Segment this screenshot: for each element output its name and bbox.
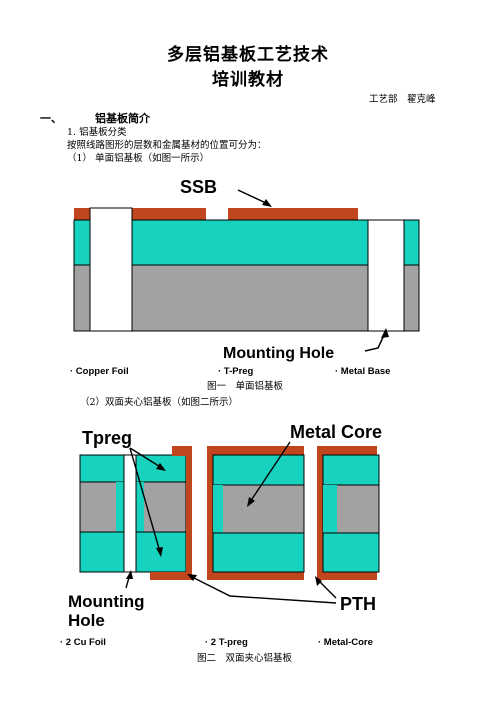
subsection-2: （2）双面夹心铝基板（如图二所示） [80, 397, 239, 408]
legend-metal-core: · Metal-Core [318, 637, 373, 648]
author: 工艺部 翟克峰 [369, 94, 436, 105]
tpreg-bottom-right [322, 532, 380, 573]
pth-label: PTH [340, 594, 376, 614]
mounting-hole-left [89, 207, 133, 332]
document-title: 多层铝基板工艺技术 [167, 45, 329, 65]
metal-core-label: Metal Core [290, 422, 382, 442]
description: 按照线路图形的层数和金属基材的位置可分为： [67, 140, 267, 151]
tpreg-label: Tpreg [82, 428, 132, 448]
metal-core-middle [212, 484, 305, 534]
figure-1-diagram: SSB Mounting Hole [73, 177, 420, 362]
mounting-label-line2: Hole [68, 611, 105, 630]
legend-metal-base: · Metal Base [335, 366, 391, 377]
tpreg-top-middle [212, 454, 305, 486]
mounting-hole-label: Mounting Hole [223, 345, 334, 362]
tpreg-top-right [322, 454, 380, 486]
item-heading: 1. 铝基板分类 [67, 127, 127, 138]
figure-1-caption: 图一 单面铝基板 [207, 381, 284, 392]
section-number: 一、 [40, 112, 62, 125]
legend-t-preg: · T-Preg [218, 366, 254, 377]
ssb-label: SSB [180, 177, 217, 197]
legend-2-t-preg: · 2 T-preg [205, 637, 248, 648]
mounting-hole [123, 454, 137, 573]
figure-2-diagram: Tpreg Metal Core Mounting Hole PTH [68, 422, 382, 630]
document-subtitle: 培训教材 [212, 70, 284, 90]
legend-2-cu-foil: · 2 Cu Foil [60, 637, 106, 648]
legend-copper-foil: · Copper Foil [70, 366, 129, 377]
tpreg-bottom-middle [212, 532, 305, 573]
copper-foil-right [228, 208, 358, 220]
figure-2-caption: 图二 双面夹心铝基板 [197, 653, 293, 664]
subsection-1: （1） 单面铝基板（如图一所示） [67, 153, 210, 164]
section-title: 铝基板简介 [95, 112, 150, 125]
mounting-hole-right [367, 219, 405, 332]
mounting-label-line1: Mounting [68, 592, 144, 611]
